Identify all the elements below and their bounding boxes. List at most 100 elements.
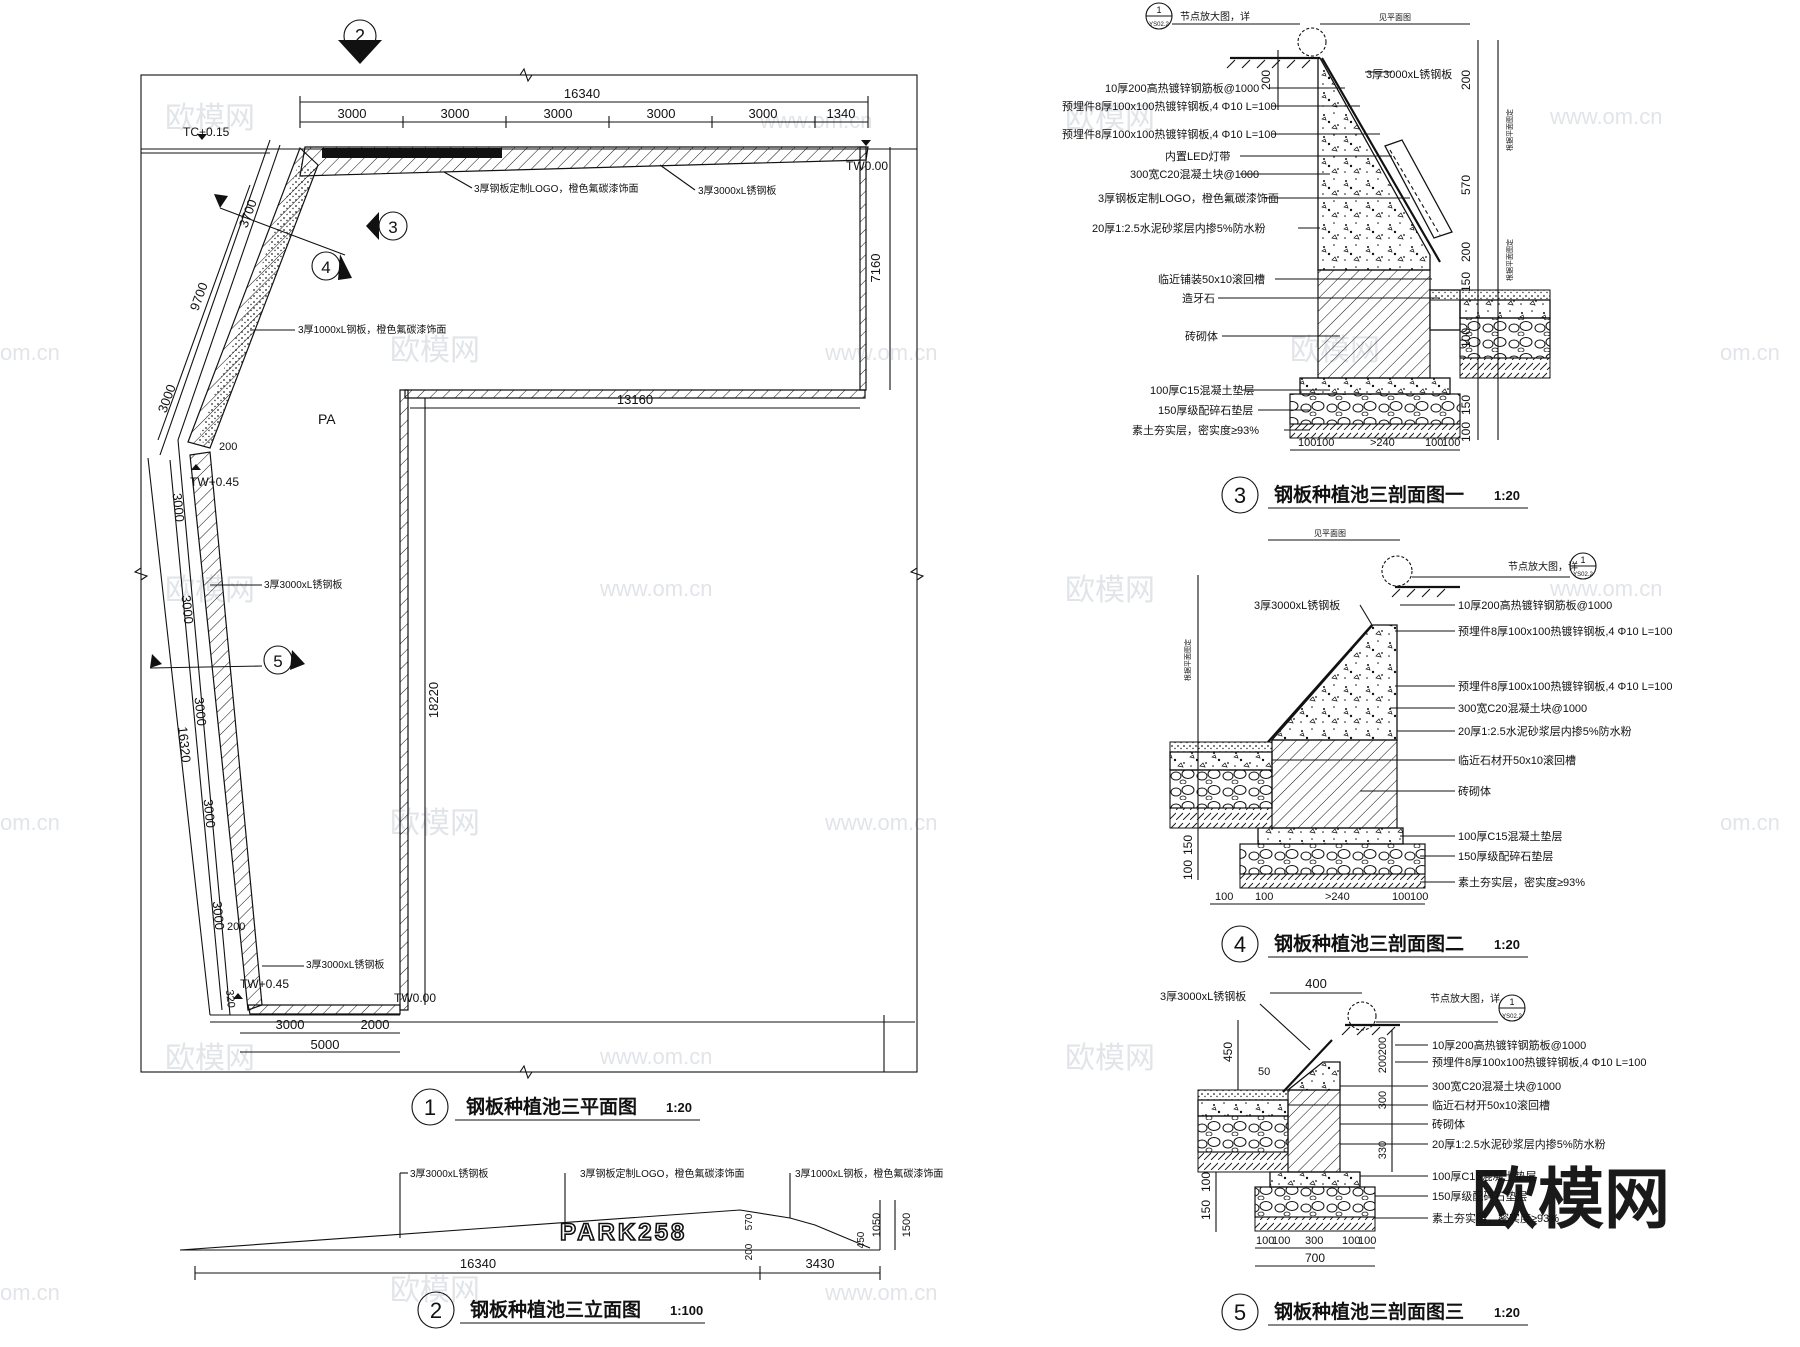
svg-text:100厚C15混凝土垫层: 100厚C15混凝土垫层 <box>1432 1169 1537 1183</box>
svg-text:150厚级配碎石垫层: 150厚级配碎石垫层 <box>1458 849 1553 863</box>
svg-text:1:20: 1:20 <box>1494 937 1520 952</box>
svg-text:素土夯实层，密实度≥93%: 素土夯实层，密实度≥93% <box>1458 875 1585 889</box>
watermark-brand: 欧模网 <box>1065 1042 1155 1075</box>
dim-bottom-seg: 2000 <box>361 1017 390 1032</box>
section-3: 400 节点放大图，详 1 YS02.2 450 50 150 100 200 … <box>1160 976 1647 1331</box>
elev-note-plate: 3厚3000xL锈钢板 <box>410 1167 488 1180</box>
dim-top-seg: 1340 <box>827 106 856 121</box>
watermark-brand: 欧模网 <box>1065 574 1155 607</box>
svg-text:100: 100 <box>1181 860 1195 880</box>
svg-text:200: 200 <box>1377 1055 1389 1073</box>
elev-dim-h: 1500 <box>901 1213 913 1237</box>
elevation-title: 2 钢板种植池三立面图 1:100 <box>417 1291 705 1329</box>
svg-text:节点放大图，详: 节点放大图，详 <box>1430 992 1500 1005</box>
section1-foundation <box>1299 377 1451 395</box>
corner-logo: 欧模网 <box>1472 1162 1670 1236</box>
svg-text:根据平面图定: 根据平面图定 <box>1505 109 1514 151</box>
section2-foundation <box>1257 827 1404 845</box>
svg-text:150厚级配碎石垫层: 150厚级配碎石垫层 <box>1158 403 1253 417</box>
watermark-brand: 欧模网 <box>1065 102 1155 135</box>
svg-text:100: 100 <box>1425 437 1443 449</box>
plan-view: 16340 3000 3000 3000 3000 3000 1340 7160… <box>133 19 925 1126</box>
svg-text:YS02.2: YS02.2 <box>1502 1014 1522 1020</box>
svg-text:100: 100 <box>1410 891 1428 903</box>
svg-text:节点放大图，详: 节点放大图，详 <box>1180 10 1250 23</box>
svg-text:>240: >240 <box>1325 891 1350 903</box>
svg-text:100: 100 <box>1298 437 1316 449</box>
svg-text:预埋件8厚100x100热镀锌钢板,4 Φ10 L=100: 预埋件8厚100x100热镀锌钢板,4 Φ10 L=100 <box>1432 1055 1647 1069</box>
dim-bottom-seg: 3000 <box>276 1017 305 1032</box>
svg-text:造牙石: 造牙石 <box>1182 291 1215 305</box>
watermark-site: www.om.cn <box>824 810 937 835</box>
svg-text:300宽C20混凝土块@1000: 300宽C20混凝土块@1000 <box>1130 167 1259 181</box>
svg-text:临近铺装50x10滚回槽: 临近铺装50x10滚回槽 <box>1158 272 1265 286</box>
svg-text:1: 1 <box>1509 997 1514 1007</box>
svg-text:砖砌体: 砖砌体 <box>1458 784 1491 798</box>
svg-text:100: 100 <box>1199 1172 1213 1192</box>
svg-text:3厚钢板定制LOGO，橙色氟碳漆饰面: 3厚钢板定制LOGO，橙色氟碳漆饰面 <box>1098 191 1279 205</box>
svg-text:100: 100 <box>1256 1235 1274 1247</box>
section2-title: 4 钢板种植池三剖面图二 1:20 <box>1221 925 1528 963</box>
svg-text:根据平面图定: 根据平面图定 <box>1183 639 1192 681</box>
svg-text:钢板种植池三平面图: 钢板种植池三平面图 <box>466 1095 637 1118</box>
dim-left-lower: 3000 <box>179 594 197 624</box>
watermark-site: www.om.cn <box>1549 104 1662 129</box>
elev-dim-length: 16340 <box>460 1256 496 1271</box>
level-tw: TW+0.45 <box>240 977 289 991</box>
note-logo: 3厚钢板定制LOGO，橙色氟碳漆饰面 <box>474 182 638 195</box>
section3-foundation <box>1269 1171 1361 1188</box>
note-plate-1000: 3厚1000xL钢板，橙色氟碳漆饰面 <box>298 323 446 336</box>
elev-dim-h: 200 <box>744 1243 755 1260</box>
svg-text:300: 300 <box>1305 1235 1323 1247</box>
svg-text:节点放大图，详: 节点放大图，详 <box>1508 560 1578 573</box>
svg-text:330: 330 <box>1377 1141 1389 1159</box>
watermark-site: www.om.cn <box>824 1280 937 1305</box>
svg-text:3厚3000xL锈钢板: 3厚3000xL锈钢板 <box>1366 67 1452 81</box>
watermark-brand: 欧模网 <box>390 334 480 367</box>
svg-text:200: 200 <box>1259 70 1273 90</box>
plan-planter-right <box>859 146 867 391</box>
svg-text:1:100: 1:100 <box>670 1303 703 1318</box>
svg-text:钢板种植池三立面图: 钢板种植池三立面图 <box>470 1298 641 1321</box>
svg-text:>240: >240 <box>1370 437 1395 449</box>
svg-text:见平面图: 见平面图 <box>1379 13 1411 22</box>
plan-logo-plate <box>322 148 502 158</box>
svg-text:预埋件8厚100x100热镀锌钢板,4 Φ10 L=100: 预埋件8厚100x100热镀锌钢板,4 Φ10 L=100 <box>1062 127 1277 141</box>
svg-text:100厚C15混凝土垫层: 100厚C15混凝土垫层 <box>1458 829 1563 843</box>
elev-dim-h: 570 <box>744 1213 755 1230</box>
elevation-view: PARK258 3厚3000xL锈钢板 3厚钢板定制LOGO，橙色氟碳漆饰面 3… <box>179 1167 943 1329</box>
svg-text:钢板种植池三剖面图三: 钢板种植池三剖面图三 <box>1274 1300 1464 1323</box>
svg-text:100: 100 <box>1442 437 1460 449</box>
svg-text:20厚1:2.5水泥砂浆层内掺5%防水粉: 20厚1:2.5水泥砂浆层内掺5%防水粉 <box>1432 1137 1606 1151</box>
svg-text:1: 1 <box>1156 5 1161 15</box>
dim-left-lower: 3000 <box>210 900 228 930</box>
dim-small: 320 <box>223 989 237 1009</box>
svg-text:300宽C20混凝土块@1000: 300宽C20混凝土块@1000 <box>1432 1079 1561 1093</box>
svg-text:预埋件8厚100x100热镀锌钢板,4 Φ10 L=100: 预埋件8厚100x100热镀锌钢板,4 Φ10 L=100 <box>1062 99 1277 113</box>
svg-text:3: 3 <box>388 218 397 237</box>
svg-text:200: 200 <box>1377 1037 1389 1055</box>
watermark-site: om.cn <box>0 340 60 365</box>
dim-top-seg: 3000 <box>544 106 573 121</box>
svg-text:150厚级配碎石垫层: 150厚级配碎石垫层 <box>1432 1189 1527 1203</box>
level-tc: TC+0.15 <box>183 125 230 139</box>
dim-right: 7160 <box>868 254 883 283</box>
svg-text:100: 100 <box>1459 422 1473 442</box>
svg-text:100厚C15混凝土垫层: 100厚C15混凝土垫层 <box>1150 383 1255 397</box>
svg-text:3: 3 <box>1234 483 1246 508</box>
level-tw: TW0.00 <box>846 159 888 173</box>
svg-text:砖砌体: 砖砌体 <box>1432 1117 1465 1131</box>
svg-text:150: 150 <box>1199 1200 1213 1220</box>
svg-text:预埋件8厚100x100热镀锌钢板,4 Φ10 L=100: 预埋件8厚100x100热镀锌钢板,4 Φ10 L=100 <box>1458 679 1673 693</box>
section3-left-note: 3厚3000xL锈钢板 <box>1160 989 1246 1003</box>
svg-text:内置LED灯带: 内置LED灯带 <box>1165 149 1230 163</box>
svg-text:5: 5 <box>273 652 282 671</box>
svg-text:1: 1 <box>1580 555 1585 565</box>
dim-top-total: 16340 <box>564 86 600 101</box>
svg-text:100: 100 <box>1215 891 1233 903</box>
watermark-brand: 欧模网 <box>390 1274 480 1307</box>
section-1: 1 YS02.2 节点放大图，详 见平面图 200 570 20 <box>1062 2 1551 514</box>
svg-text:150: 150 <box>1181 835 1195 855</box>
plan-planter-bottom <box>247 1004 401 1015</box>
